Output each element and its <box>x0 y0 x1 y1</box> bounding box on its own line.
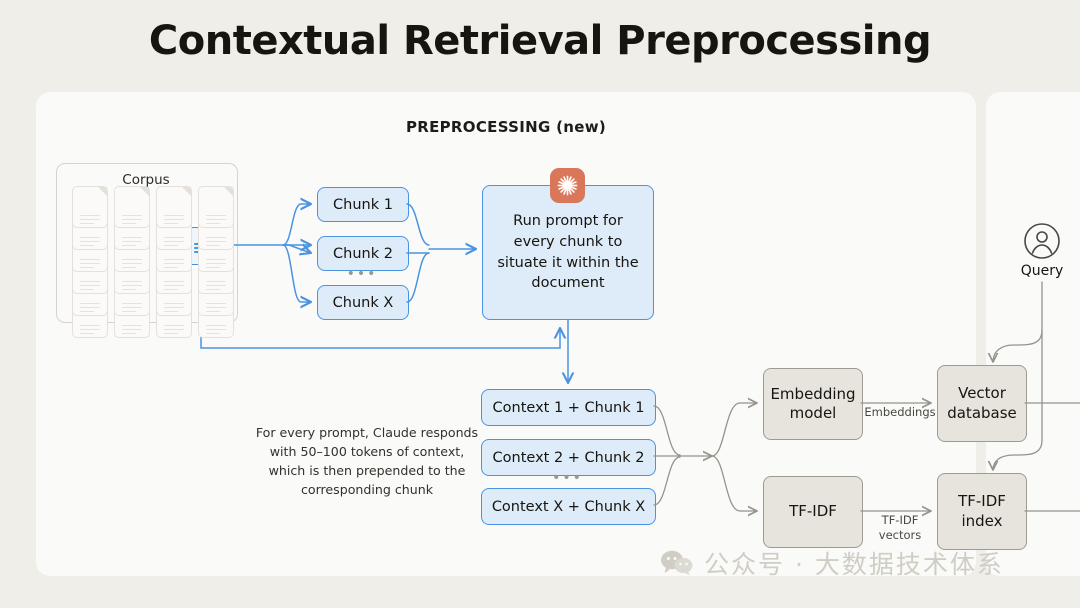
corpus-document-icon <box>198 186 234 228</box>
chunk-box-1[interactable]: Chunk 1 <box>317 187 409 222</box>
query-label: Query <box>1020 263 1064 279</box>
anthropic-starburst-icon <box>550 168 585 203</box>
edge-label-tfidf-vectors: TF-IDF vectors <box>878 513 922 542</box>
context-ellipsis: ••• <box>552 470 583 486</box>
context-chunk-box-2[interactable]: Context 2 + Chunk 2 <box>481 439 656 476</box>
page-title: Contextual Retrieval Preprocessing <box>148 18 932 64</box>
tfidf-index-box[interactable]: TF-IDF index <box>937 473 1027 550</box>
corpus-label: Corpus <box>122 172 170 188</box>
tfidf-box[interactable]: TF-IDF <box>763 476 863 548</box>
vector-database-box[interactable]: Vector database <box>937 365 1027 442</box>
query-group: Query <box>1016 222 1068 279</box>
context-chunk-box-1[interactable]: Context 1 + Chunk 1 <box>481 389 656 426</box>
user-avatar-icon <box>1024 223 1060 259</box>
embedding-model-box[interactable]: Embedding model <box>763 368 863 440</box>
edge-label-embeddings: Embeddings <box>864 405 936 419</box>
chunk-box-x[interactable]: Chunk X <box>317 285 409 320</box>
prompt-box[interactable]: Run prompt for every chunk to situate it… <box>482 185 654 320</box>
corpus-document-icon <box>72 186 108 228</box>
corpus-document-icon <box>156 186 192 228</box>
corpus-document-icon <box>114 186 150 228</box>
context-chunk-box-x[interactable]: Context X + Chunk X <box>481 488 656 525</box>
chunk-ellipsis: ••• <box>346 266 378 282</box>
section-label: PREPROCESSING (new) <box>405 118 607 136</box>
starburst-glyph <box>557 175 578 196</box>
explanatory-note: For every prompt, Claude responds with 5… <box>255 425 479 497</box>
